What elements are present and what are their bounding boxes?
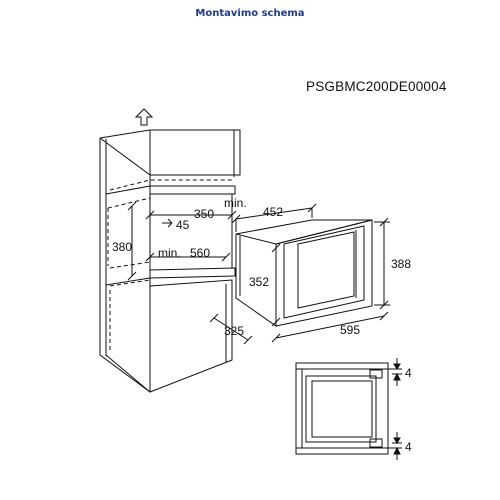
niche-height-label: 380 (112, 240, 132, 254)
dim-cabinet-depth (209, 313, 253, 345)
drawing-code: PSGBMC200DE00004 (306, 79, 447, 94)
dim-niche-depth (145, 210, 237, 220)
dim-gap-bottom (392, 432, 402, 460)
gap-bottom-label: 4 (405, 440, 412, 454)
diagram-title: Montavimo schema (195, 8, 305, 19)
dim-oven-depth (231, 203, 317, 232)
dim-top-gap (162, 218, 173, 228)
dim-oven-width (271, 311, 389, 343)
min-label-2: min. (158, 246, 181, 260)
niche-depth-label: 350 (194, 207, 214, 221)
oven-width-label: 595 (340, 323, 360, 337)
dim-oven-total-height (374, 217, 390, 310)
arrow-up-icon (134, 108, 154, 126)
oven-total-height-label: 388 (391, 257, 411, 271)
microwave-oven (235, 219, 373, 327)
dim-niche-width (145, 252, 231, 262)
dim-gap-top (392, 358, 402, 386)
dim-oven-body-height (271, 243, 281, 327)
oven-depth-label: 452 (263, 205, 283, 219)
cabinet (99, 129, 241, 393)
top-gap-label: 45 (176, 218, 190, 232)
dim-niche-height (127, 201, 137, 281)
section-detail (295, 362, 394, 455)
gap-top-label: 4 (405, 366, 412, 380)
oven-body-height-label: 352 (249, 275, 269, 289)
niche-width-label: 560 (190, 246, 210, 260)
cabinet-depth-label: 325 (224, 324, 244, 338)
min-label-1: min. (224, 196, 247, 210)
